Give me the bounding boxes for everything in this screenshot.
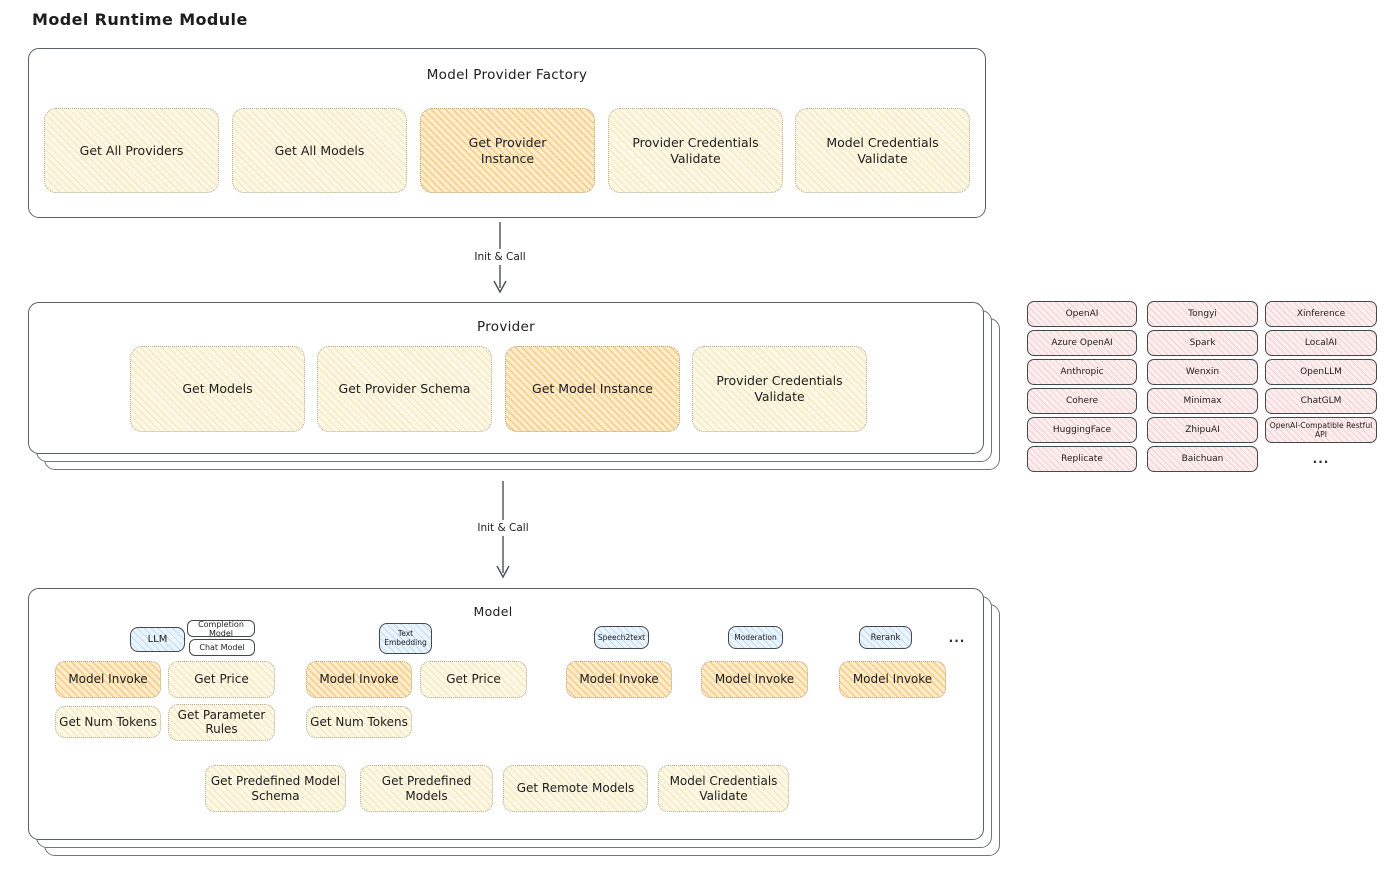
provider-item-localai: LocalAI: [1265, 330, 1377, 356]
provider-item-openai: OpenAI: [1027, 301, 1137, 327]
btn-provider-credentials-validate-2: Provider Credentials Validate: [692, 346, 867, 432]
btn-model-credentials-validate: Model Credentials Validate: [795, 108, 970, 193]
provider-list-more: ...: [1312, 452, 1330, 466]
provider-item-spark: Spark: [1147, 330, 1258, 356]
btn-get-remote-models: Get Remote Models: [503, 765, 648, 812]
btn-get-price-llm: Get Price: [168, 661, 275, 698]
provider-item-openllm: OpenLLM: [1265, 359, 1377, 385]
model-type-chip-rerank: Rerank: [859, 626, 912, 649]
factory-title: Model Provider Factory: [426, 67, 588, 83]
btn-provider-credentials-validate: Provider Credentials Validate: [608, 108, 783, 193]
arrow-label-init-call-1: Init & Call: [444, 249, 556, 265]
model-type-chip-speech2text: Speech2text: [594, 626, 649, 649]
provider-item-huggingface: HuggingFace: [1027, 417, 1137, 443]
provider-title: Provider: [477, 319, 535, 335]
btn-get-predefined-model-schema: Get Predefined Model Schema: [205, 765, 346, 812]
model-type-chip-llm: LLM: [130, 627, 185, 652]
btn-get-price-text-embedding: Get Price: [420, 661, 527, 698]
btn-get-all-providers: Get All Providers: [44, 108, 219, 193]
model-type-chip-chat-model: Chat Model: [189, 639, 255, 656]
provider-item-azure-openai: Azure OpenAI: [1027, 330, 1137, 356]
provider-item-openai-compatible: OpenAI-Compatible Restful API: [1265, 417, 1377, 443]
model-title: Model: [473, 603, 513, 619]
btn-model-invoke-llm: Model Invoke: [55, 661, 161, 698]
provider-item-zhipuai: ZhipuAI: [1147, 417, 1258, 443]
btn-get-parameter-rules: Get Parameter Rules: [168, 704, 275, 741]
provider-item-replicate: Replicate: [1027, 446, 1137, 472]
provider-item-wenxin: Wenxin: [1147, 359, 1258, 385]
btn-get-predefined-models: Get Predefined Models: [360, 765, 493, 812]
btn-get-model-instance: Get Model Instance: [505, 346, 680, 432]
model-type-chip-completion-model: Completion Model: [187, 620, 255, 638]
btn-model-invoke-text-embedding: Model Invoke: [306, 661, 412, 698]
btn-get-num-tokens-text-embedding: Get Num Tokens: [306, 706, 412, 738]
btn-model-invoke-rerank: Model Invoke: [839, 661, 946, 698]
btn-model-credentials-validate-2: Model Credentials Validate: [658, 765, 789, 812]
btn-get-all-models: Get All Models: [232, 108, 407, 193]
btn-model-invoke-speech2text: Model Invoke: [566, 661, 672, 698]
arrow-label-init-call-2: Init & Call: [447, 520, 559, 536]
btn-get-provider-instance: Get Provider Instance: [420, 108, 595, 193]
provider-item-cohere: Cohere: [1027, 388, 1137, 414]
provider-item-tongyi: Tongyi: [1147, 301, 1258, 327]
btn-get-num-tokens-llm: Get Num Tokens: [55, 706, 161, 738]
model-type-chip-text-embedding: Text Embedding: [379, 623, 432, 654]
page-title: Model Runtime Module: [32, 10, 248, 29]
provider-item-xinference: Xinference: [1265, 301, 1377, 327]
model-types-more: ...: [948, 630, 966, 645]
model-type-chip-moderation: Moderation: [728, 626, 783, 649]
btn-get-provider-schema: Get Provider Schema: [317, 346, 492, 432]
btn-model-invoke-moderation: Model Invoke: [701, 661, 808, 698]
provider-item-baichuan: Baichuan: [1147, 446, 1258, 472]
provider-item-anthropic: Anthropic: [1027, 359, 1137, 385]
provider-item-minimax: Minimax: [1147, 388, 1258, 414]
provider-item-chatglm: ChatGLM: [1265, 388, 1377, 414]
btn-get-models: Get Models: [130, 346, 305, 432]
